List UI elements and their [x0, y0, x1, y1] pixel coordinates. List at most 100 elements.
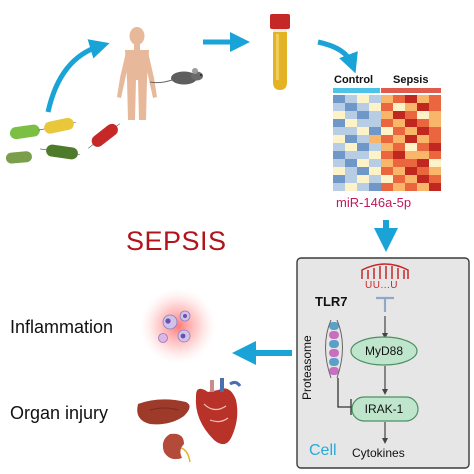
heatmap-cell — [357, 127, 369, 135]
heatmap-cell — [429, 143, 441, 151]
heatmap-cell — [393, 143, 405, 151]
heatmap-cell — [369, 127, 381, 135]
rna-fragment-icon — [376, 296, 394, 312]
heatmap-cell — [405, 119, 417, 127]
heatmap-cell — [417, 127, 429, 135]
tlr7-receptor-icon — [325, 319, 343, 379]
heatmap-cell — [333, 159, 345, 167]
heatmap-cell — [369, 103, 381, 111]
mirna-label: miR-146a-5p — [336, 195, 412, 210]
heatmap-cell — [381, 135, 393, 143]
heatmap-cell — [357, 119, 369, 127]
heatmap-cell — [417, 95, 429, 103]
inflammation-label: Inflammation — [10, 317, 114, 337]
heatmap-cell — [333, 167, 345, 175]
heatmap-cell — [345, 127, 357, 135]
heatmap-cell — [417, 143, 429, 151]
heatmap-cell — [345, 143, 357, 151]
bacteria-icon — [5, 117, 120, 164]
myd88-label: MyD88 — [364, 344, 403, 358]
proteasome-label: Proteasome — [300, 335, 314, 400]
heatmap-cell — [369, 159, 381, 167]
heatmap-cell — [429, 103, 441, 111]
heatmap-cell — [357, 175, 369, 183]
heatmap-cell — [393, 135, 405, 143]
heatmap-cell — [381, 167, 393, 175]
heatmap-cell — [369, 167, 381, 175]
heatmap-cell — [405, 95, 417, 103]
heatmap-cell — [369, 175, 381, 183]
heatmap-cell — [405, 175, 417, 183]
heatmap-cell — [405, 111, 417, 119]
control-group-bar — [333, 88, 380, 93]
irak1-node — [351, 396, 419, 422]
heatmap-cell — [381, 159, 393, 167]
heatmap-cell — [333, 111, 345, 119]
heatmap-cell — [393, 111, 405, 119]
heatmap-cell — [429, 127, 441, 135]
heatmap-cell — [333, 183, 345, 191]
heatmap-cell — [429, 111, 441, 119]
heatmap-cell — [345, 167, 357, 175]
rna-sequence-label: UU...U — [365, 280, 398, 291]
liver-icon — [137, 399, 190, 425]
mirna-hairpin-icon — [361, 263, 409, 279]
heatmap-cell — [345, 151, 357, 159]
sepsis-title: SEPSIS — [126, 226, 227, 256]
heatmap-cell — [369, 143, 381, 151]
heatmap-cell — [345, 183, 357, 191]
heatmap-cell — [381, 151, 393, 159]
heatmap-cell — [381, 119, 393, 127]
tlr7-label: TLR7 — [315, 294, 348, 309]
heatmap-cell — [345, 103, 357, 111]
heatmap-cell — [333, 151, 345, 159]
heatmap — [333, 88, 441, 191]
heatmap-cell — [429, 159, 441, 167]
organ-injury-label: Organ injury — [10, 403, 109, 423]
heatmap-cell — [405, 151, 417, 159]
heatmap-cell — [357, 151, 369, 159]
heatmap-cell — [417, 167, 429, 175]
heatmap-cell — [417, 119, 429, 127]
heatmap-cell — [417, 103, 429, 111]
heatmap-cell — [333, 143, 345, 151]
heatmap-cell — [357, 159, 369, 167]
heatmap-cell — [405, 167, 417, 175]
heatmap-cell — [345, 111, 357, 119]
heatmap-cell — [381, 143, 393, 151]
heatmap-cell — [345, 95, 357, 103]
heatmap-cell — [393, 151, 405, 159]
heatmap-cell — [333, 135, 345, 143]
heatmap-cell — [417, 159, 429, 167]
arrow-bacteria-to-human — [45, 39, 110, 113]
irak1-label: IRAK-1 — [364, 402, 404, 416]
heatmap-control-label: Control — [334, 74, 374, 86]
heatmap-cell — [381, 103, 393, 111]
heatmap-cell — [417, 135, 429, 143]
heatmap-cell — [417, 151, 429, 159]
heatmap-cell — [381, 183, 393, 191]
heart-icon — [195, 378, 242, 445]
myd88-node — [350, 336, 418, 366]
heatmap-cell — [405, 143, 417, 151]
heatmap-cell — [381, 95, 393, 103]
heatmap-cell — [393, 103, 405, 111]
heatmap-cell — [417, 111, 429, 119]
kidney-icon — [162, 433, 191, 463]
heatmap-cell — [393, 167, 405, 175]
heatmap-cell — [429, 183, 441, 191]
heatmap-cell — [393, 159, 405, 167]
heatmap-cell — [417, 175, 429, 183]
heatmap-cell — [369, 95, 381, 103]
heatmap-cell — [405, 127, 417, 135]
heatmap-cell — [345, 159, 357, 167]
heatmap-cell — [369, 119, 381, 127]
heatmap-cell — [405, 159, 417, 167]
heatmap-cell — [345, 135, 357, 143]
heatmap-cell — [381, 127, 393, 135]
heatmap-cell — [429, 135, 441, 143]
heatmap-cell — [417, 183, 429, 191]
proteasome-inhibition-line — [337, 378, 352, 415]
heatmap-cell — [333, 127, 345, 135]
